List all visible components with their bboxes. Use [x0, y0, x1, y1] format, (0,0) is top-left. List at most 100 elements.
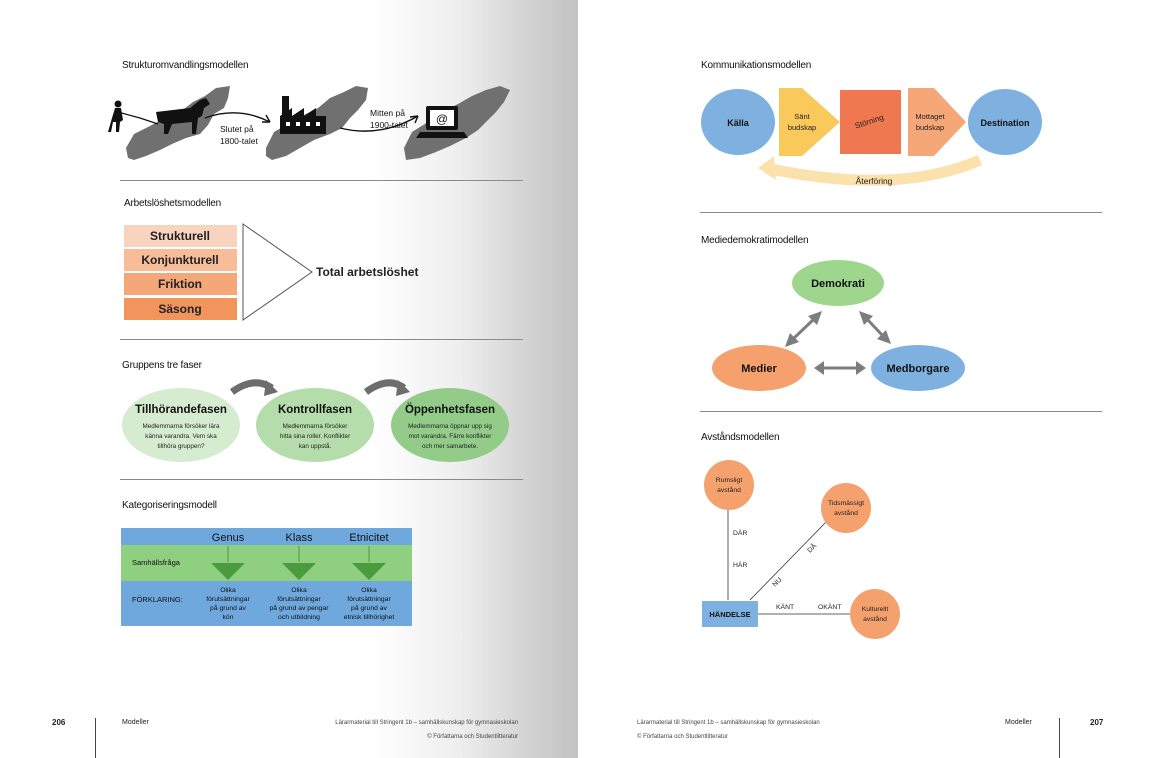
expl-etnicitet-2: förutsättningar — [347, 596, 391, 603]
expl-klass-3: på grund av pengar — [270, 604, 330, 612]
farmer-horse-icon — [108, 98, 210, 134]
kulturellt-label-a: Kulturellt — [862, 606, 889, 613]
column-genus: Genus — [212, 532, 245, 544]
divider — [700, 411, 1102, 412]
expl-etnicitet-3: på grund av — [351, 604, 388, 612]
mediedemokrati-title: Mediedemokratimodellen — [701, 235, 809, 246]
phase-ellipse-3 — [391, 388, 509, 462]
divider — [120, 339, 523, 340]
bar-sasong — [124, 298, 237, 320]
sent-label-b: budskap — [788, 123, 816, 132]
rumsligt-circle — [704, 460, 754, 510]
medborgare-ellipse — [871, 345, 965, 391]
phase-text-2a: Medlemmarna försöker — [283, 423, 348, 430]
expl-klass-4: och utbildning — [278, 614, 320, 621]
divider — [120, 180, 523, 181]
label-1900-a: Mitten på — [370, 108, 405, 118]
handelse-label: HÄNDELSE — [709, 610, 750, 619]
expl-genus-1: Olika — [220, 587, 236, 594]
footer-line2-right: © Författarna och Studentlitteratur — [637, 734, 728, 740]
right-page: Kommunikationsmodellen Återföring Källa … — [578, 0, 1155, 758]
row-forklaring: FÖRKLARING: — [132, 595, 183, 604]
phase-text-2b: hitta sina roller. Konflikter — [280, 433, 350, 440]
destination-ellipse — [968, 89, 1042, 155]
divider — [700, 212, 1102, 213]
phase-name-2: Kontrollfasen — [278, 404, 352, 416]
total-label: Total arbetslöshet — [316, 265, 418, 279]
arbetsloshet-title: Arbetslöshetsmodellen — [124, 198, 221, 209]
sent-arrow — [779, 88, 840, 156]
demokrati-label: Demokrati — [811, 278, 865, 290]
sent-label-a: Sänt — [794, 112, 810, 121]
label-sasong: Säsong — [158, 302, 201, 316]
arrow-down-genus — [211, 563, 245, 580]
label-kant: KÄNT — [776, 603, 794, 611]
arrow-down-klass — [282, 563, 316, 580]
column-klass: Klass — [286, 532, 313, 544]
avstand-title: Avståndsmodellen — [701, 432, 780, 443]
expl-klass-2: förutsättningar — [277, 596, 321, 603]
phase-text-1a: Medlemmarna försöker lära — [143, 423, 220, 430]
phase-text-3b: mot varandra. Färre konflikter — [409, 433, 492, 440]
phase-ellipse-2 — [256, 388, 374, 462]
label-har: HÄR — [733, 561, 747, 569]
expl-etnicitet-1: Olika — [361, 587, 377, 594]
page-number-right: 207 — [1090, 718, 1104, 727]
rumsligt-label-b: avstånd — [717, 486, 741, 494]
label-1900-b: 1900-talet — [370, 120, 408, 130]
arrow-1 — [204, 112, 271, 123]
feedback-label: Återföring — [856, 176, 893, 186]
tidsmassigt-label-b: avstånd — [834, 509, 858, 517]
feedback-arrow — [764, 154, 983, 186]
phase-text-3c: och mer samarbete. — [422, 443, 478, 450]
noise-box — [840, 90, 901, 154]
label-strukturell: Strukturell — [150, 229, 210, 243]
divider — [120, 479, 523, 480]
phase-name-1: Tillhörandefasen — [135, 404, 227, 416]
bar-friktion — [124, 273, 237, 295]
destination-label: Destination — [980, 118, 1029, 128]
footer-rule-right — [1059, 718, 1060, 758]
phase-text-3a: Medlemmarna öppnar upp sig — [408, 423, 492, 430]
demokrati-ellipse — [792, 260, 884, 306]
gruppens-faser-title: Gruppens tre faser — [122, 360, 202, 371]
label-konjunkturell: Konjunkturell — [141, 253, 218, 267]
label-1800-b: 1800-talet — [220, 136, 258, 146]
source-ellipse — [701, 89, 775, 155]
funnel-triangle — [242, 223, 313, 321]
label-1800-a: Slutet på — [220, 124, 254, 134]
row-samhallsfraga: Samhällsfråga — [132, 558, 181, 567]
tidsmassigt-label-a: Tidsmässigt — [828, 500, 864, 507]
laptop-icon: @ — [416, 106, 468, 138]
phase-text-1b: känna varandra. Vem ska — [145, 433, 217, 440]
medier-ellipse — [712, 345, 806, 391]
expl-genus-4: kön — [223, 614, 234, 621]
strukturomvandling-title: Strukturomvandlingsmodellen — [122, 60, 249, 71]
kategorisering-title: Kategoriseringsmodell — [122, 500, 217, 511]
bar-strukturell — [124, 225, 237, 247]
phase-text-2c: kan uppstå. — [299, 442, 332, 450]
expl-etnicitet-4: etnisk tillhörighet — [344, 614, 395, 621]
avstand-diagram: Rumsligt avstånd Tidsmässigt avstånd Kul… — [702, 460, 900, 639]
kategorisering-diagram: Genus Klass Etnicitet Samhällsfråga FÖRK… — [121, 528, 412, 626]
column-etnicitet: Etnicitet — [349, 532, 388, 544]
arrow-2 — [339, 115, 419, 132]
arbetsloshet-diagram: Strukturell Konjunkturell Friktion Säson… — [124, 223, 418, 321]
factory-icon — [280, 96, 326, 134]
footer-line1-left: Lärarmaterial till Stringent 1b – samhäl… — [335, 720, 518, 726]
bar-konjunkturell — [124, 249, 237, 271]
footer-line1-right: Lärarmaterial till Stringent 1b – samhäl… — [637, 720, 820, 726]
section-label-left: Modeller — [122, 719, 149, 726]
expl-genus-3: på grund av — [210, 604, 247, 612]
received-label-b: budskap — [916, 123, 944, 132]
kulturellt-circle — [850, 589, 900, 639]
section-label-right: Modeller — [1005, 719, 1032, 726]
phase-text-1c: tillhöra gruppen? — [158, 443, 205, 450]
label-da: DÅ — [805, 541, 818, 554]
rumsligt-label-a: Rumsligt — [716, 477, 743, 484]
tidsmassigt-circle — [821, 483, 871, 533]
laptop-symbol: @ — [436, 112, 448, 126]
label-nu: NU — [771, 576, 783, 588]
phase-name-3: Öppenhetsfasen — [405, 403, 495, 416]
